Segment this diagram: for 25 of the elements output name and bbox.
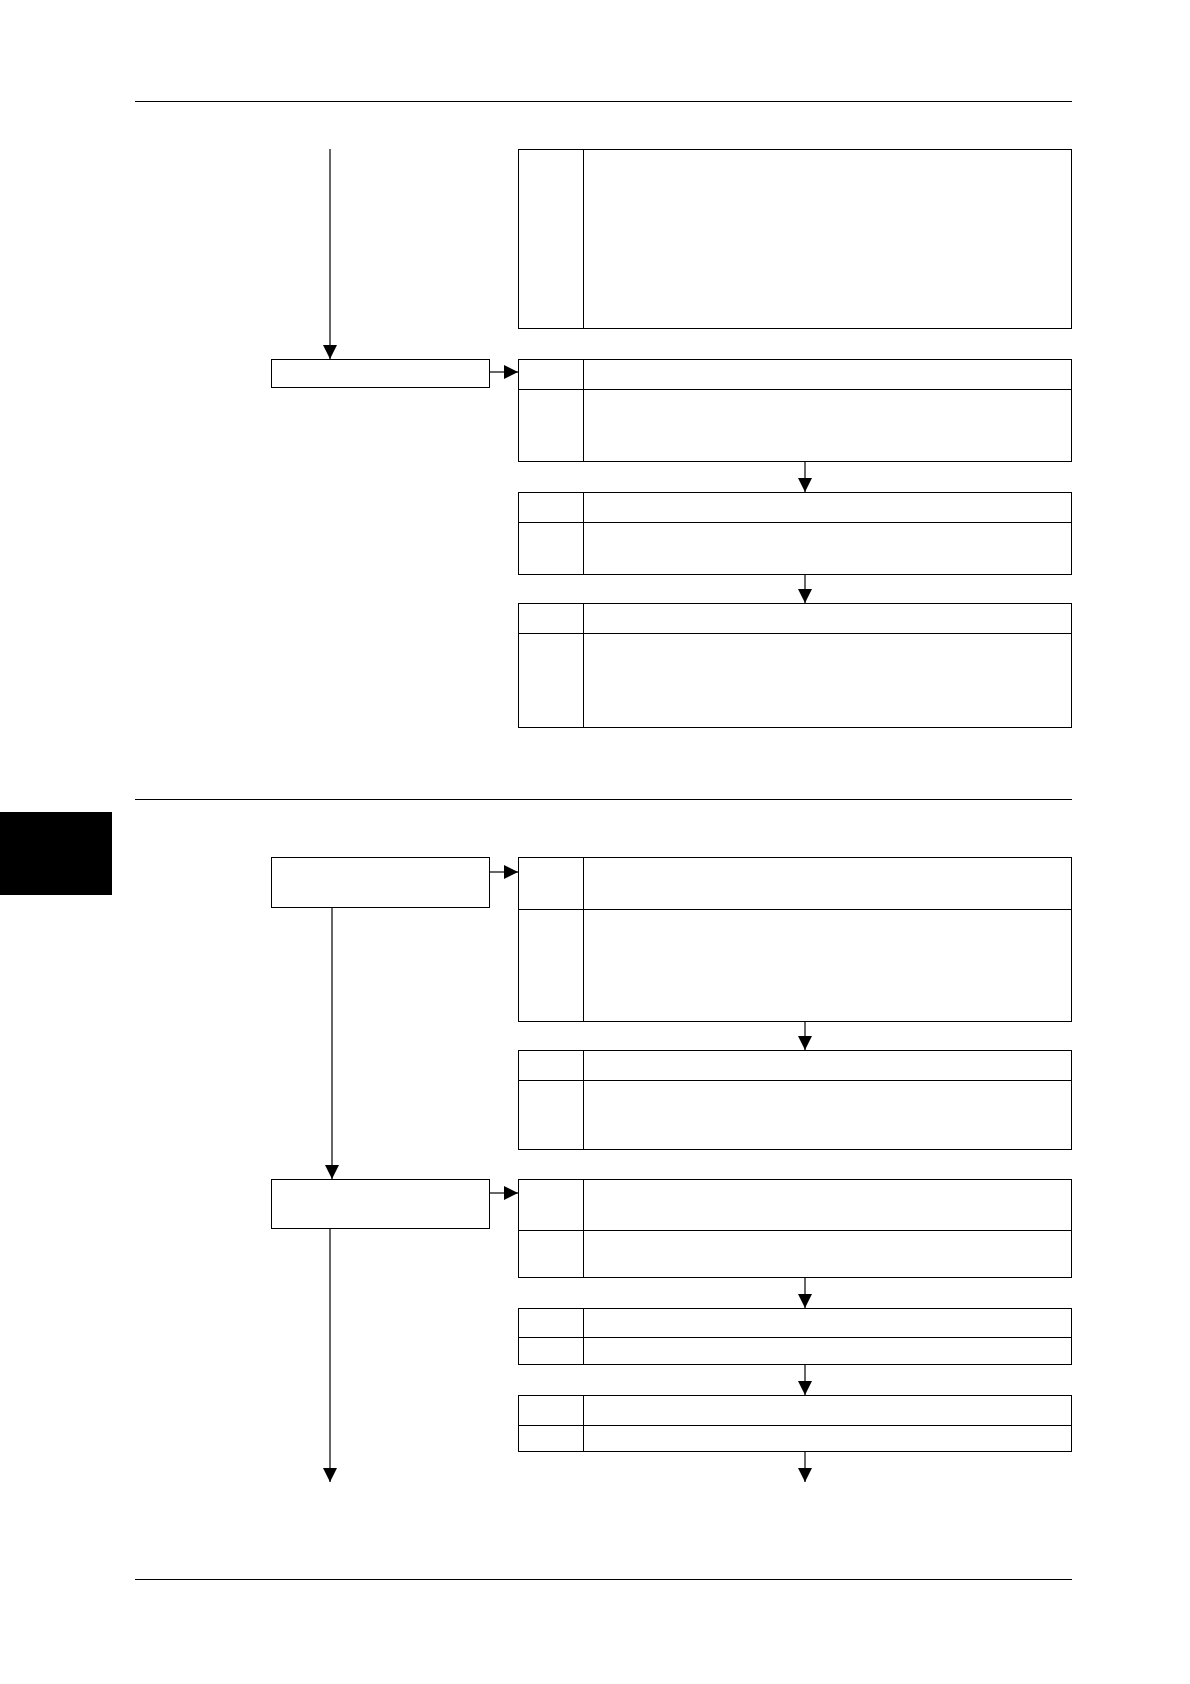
process-box — [271, 857, 490, 908]
arrow — [323, 148, 337, 360]
arrow — [323, 1228, 337, 1483]
empty-table — [518, 857, 1072, 1022]
side-tab — [0, 812, 112, 895]
empty-table — [518, 1395, 1072, 1452]
empty-table — [518, 1050, 1072, 1150]
empty-table — [518, 492, 1072, 575]
empty-table — [518, 1308, 1072, 1365]
arrow — [798, 1021, 812, 1051]
arrow — [798, 1451, 812, 1483]
empty-table — [518, 1179, 1072, 1278]
arrow — [489, 1186, 519, 1200]
arrow — [798, 461, 812, 493]
arrow — [798, 1277, 812, 1309]
process-box — [271, 1179, 490, 1229]
arrow — [325, 907, 339, 1180]
arrow — [489, 365, 519, 379]
empty-table — [518, 603, 1072, 728]
arrow — [798, 1364, 812, 1396]
process-box — [271, 359, 490, 388]
arrow — [798, 574, 812, 604]
empty-table — [518, 149, 1072, 329]
empty-table — [518, 359, 1072, 462]
arrow — [489, 865, 519, 879]
